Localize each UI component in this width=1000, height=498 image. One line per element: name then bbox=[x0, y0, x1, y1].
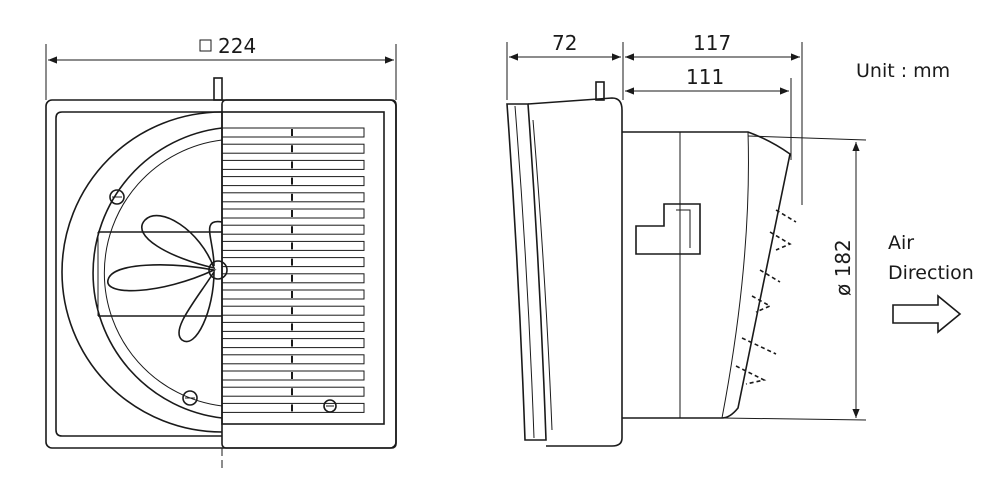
side-depth-back-outer-value: 117 bbox=[693, 31, 731, 55]
grille-louver bbox=[221, 370, 365, 381]
grille-louver bbox=[221, 224, 365, 235]
grille-louver bbox=[221, 143, 365, 154]
grille-louver bbox=[221, 321, 365, 332]
grille-louver bbox=[221, 402, 365, 413]
grille-louver bbox=[221, 338, 365, 349]
screw-icon bbox=[109, 189, 125, 205]
duct-diameter-dimension: ø 182 bbox=[721, 135, 867, 421]
side-depth-back-inner-dimension: 111 bbox=[625, 65, 792, 160]
grille-louver bbox=[221, 192, 365, 203]
side-depth-back-inner-value: 111 bbox=[686, 65, 724, 89]
side-depth-front-dimension: 72 bbox=[506, 31, 624, 100]
air-flow-arrow-icon bbox=[892, 294, 962, 334]
air-direction-line2: Direction bbox=[888, 262, 974, 284]
square-section-icon bbox=[199, 39, 212, 52]
duct-diameter-value: ø 182 bbox=[831, 239, 855, 296]
side-depth-front-value: 72 bbox=[552, 31, 577, 55]
side-body bbox=[527, 97, 623, 447]
grille-louver bbox=[221, 289, 365, 300]
grille-louver bbox=[221, 176, 365, 187]
front-view: 224 bbox=[45, 34, 397, 470]
grille-louver bbox=[221, 240, 365, 251]
screw-icon bbox=[323, 399, 337, 413]
pull-switch-knob bbox=[595, 81, 605, 101]
front-grille bbox=[221, 99, 397, 449]
grille-louver bbox=[221, 257, 365, 268]
side-depth-back-outer-dimension: 117 bbox=[625, 31, 803, 205]
shutter-flaps bbox=[735, 209, 797, 385]
air-direction-line1: Air bbox=[888, 232, 914, 254]
front-inner-frame bbox=[55, 111, 222, 437]
grille-louver bbox=[221, 208, 365, 219]
grille-louver bbox=[221, 159, 365, 170]
screw-icon bbox=[182, 390, 198, 406]
grille-louver bbox=[221, 386, 365, 397]
grille-louver bbox=[221, 354, 365, 365]
grille-louver bbox=[221, 305, 365, 316]
front-width-value: 224 bbox=[218, 34, 256, 58]
pull-switch-knob bbox=[213, 77, 223, 101]
grille-louver bbox=[221, 127, 365, 138]
side-duct bbox=[622, 131, 791, 419]
fan-blades bbox=[107, 214, 228, 343]
unit-label: Unit : mm bbox=[856, 60, 950, 82]
side-front-plate bbox=[506, 103, 547, 441]
fan-housing-arc bbox=[61, 111, 223, 433]
side-view: 72 117 111 bbox=[506, 31, 867, 447]
front-width-dimension: 224 bbox=[45, 34, 397, 100]
side-switch-block bbox=[635, 203, 701, 255]
grille-louver bbox=[221, 273, 365, 284]
